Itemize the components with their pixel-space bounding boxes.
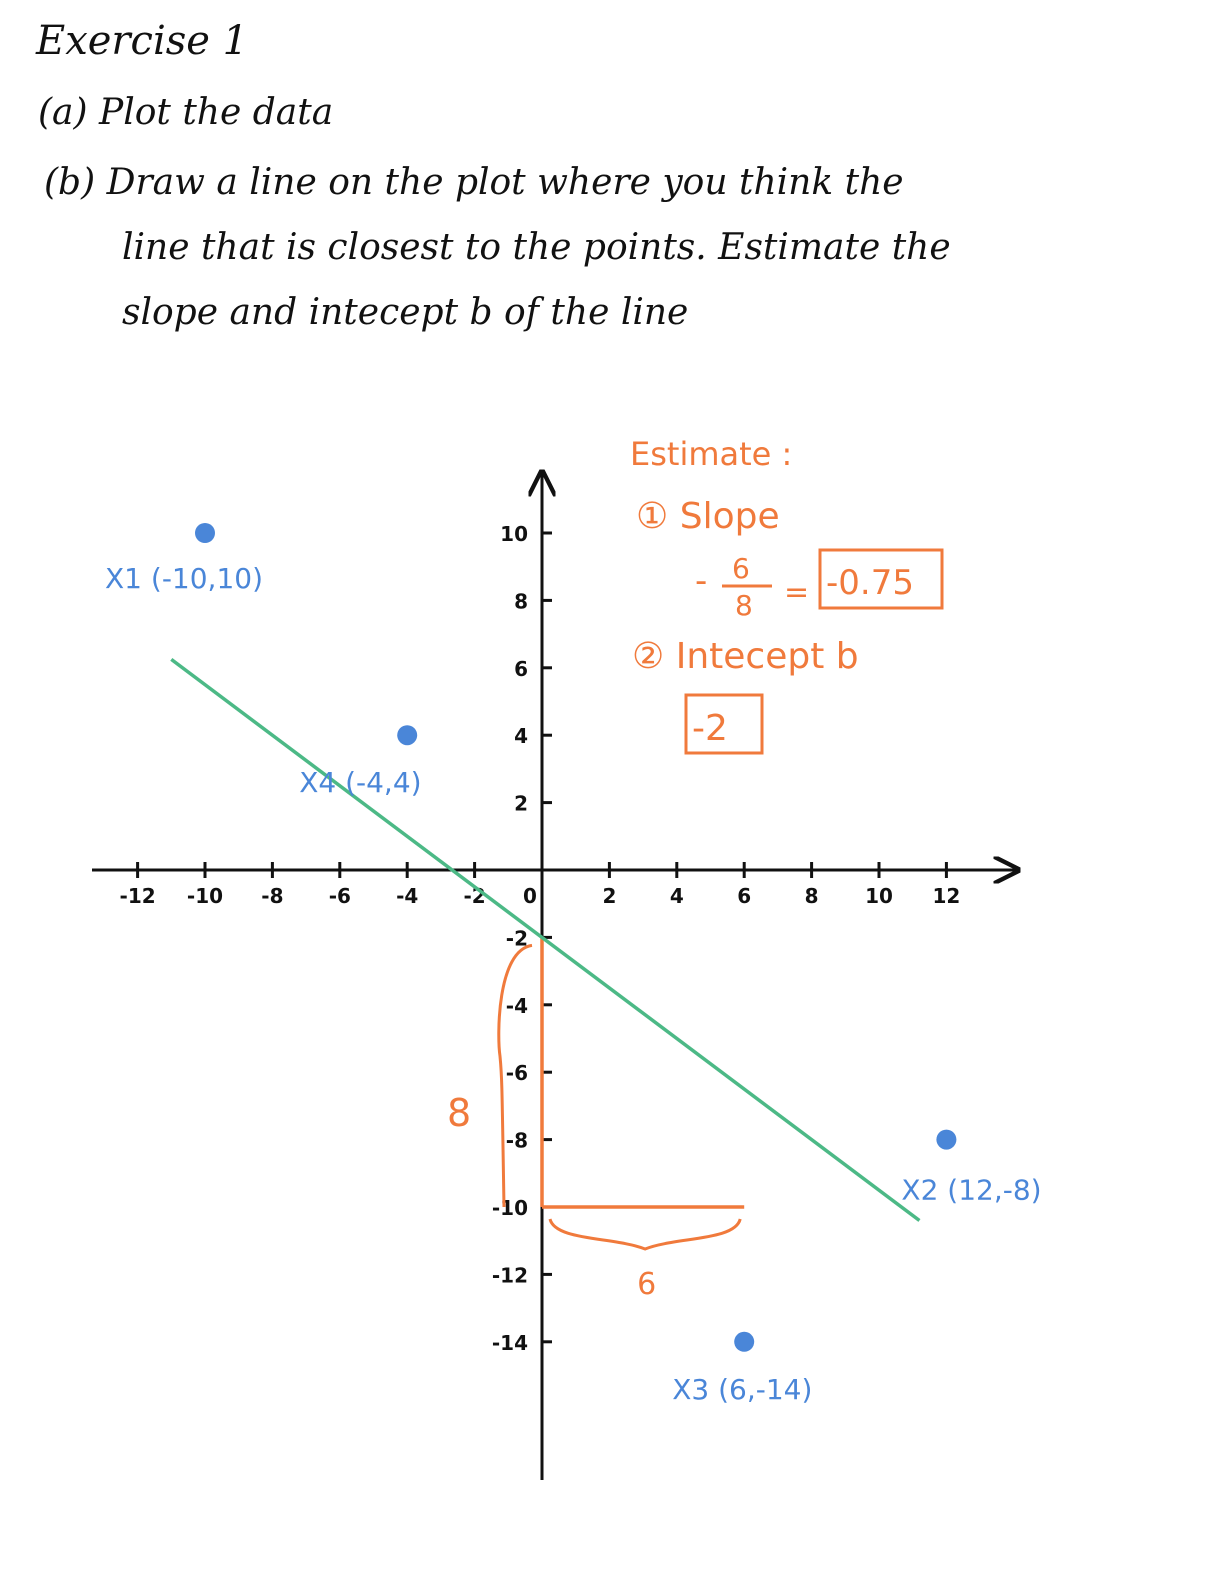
y-tick-label: -6 [506,1061,528,1085]
slope-denominator: 8 [735,589,753,622]
data-point-label: X3 (6,-14) [672,1373,812,1406]
instruction-part-b-line-1: (b) Draw a line on the plot where you th… [44,162,904,203]
intercept-label: ② Intecept b [632,636,859,677]
exercise-title: Exercise 1 [36,18,249,64]
y-tick-label: -14 [492,1331,528,1355]
x-tick-label: -8 [261,884,283,908]
data-point [195,523,215,543]
x-tick-label: 0 [523,884,537,908]
instruction-part-b-line-2: line that is closest to the points. Esti… [122,227,951,268]
intercept-value: -2 [692,708,728,749]
run-brace [548,1218,742,1251]
x-tick-label: 6 [737,884,751,908]
y-tick-label: 10 [500,522,528,546]
x-tick-label: -6 [329,884,351,908]
y-tick-label: -10 [492,1196,528,1220]
rise-brace [497,943,533,1208]
estimate-annotation: Estimate : ① Slope - 6 8 = -0.75 ② Intec… [630,435,944,755]
y-tick-label: 6 [514,657,528,681]
y-tick-label: -4 [506,994,528,1018]
rise-label: 8 [447,1091,471,1135]
data-point [397,725,418,746]
x-tick-label: 10 [865,884,893,908]
slope-equals: = [784,575,809,610]
data-point [936,1129,957,1150]
run-label: 6 [637,1267,656,1302]
y-tick-label: 8 [514,589,528,613]
x-tick-label: -4 [396,884,418,908]
axes [92,472,1018,1480]
slope-value: -0.75 [826,563,914,603]
x-tick-label: 8 [805,884,819,908]
y-tick-label: 4 [514,724,528,748]
intercept-value-box [684,693,764,755]
y-tick-label: -12 [492,1263,528,1287]
x-tick-label: 2 [602,884,616,908]
instruction-part-b-line-3: slope and intecept b of the line [122,292,689,333]
slope-numerator: 6 [732,552,750,585]
slope-minus-sign: - [695,561,707,601]
data-points: X1 (-10,10) X4 (-4,4) X2 (12,-8) X3 (6,-14) [105,523,1042,1406]
x-tick-label: 4 [670,884,684,908]
fit-line [170,657,921,1222]
slope-value-box [818,548,944,610]
data-point-label: X1 (-10,10) [105,562,263,595]
y-tick-label: -2 [506,926,528,950]
estimate-heading: Estimate : [630,435,792,473]
x-tick-label: -10 [187,884,223,908]
y-tick-label: -8 [506,1129,528,1153]
y-ticks: 10 8 6 4 2 -2 -4 -6 -8 -10 -12 -14 [492,522,552,1355]
x-tick-label: -12 [120,884,156,908]
data-point-label: X4 (-4,4) [299,766,421,799]
y-tick-label: 2 [514,792,528,816]
x-tick-label: 12 [932,884,960,908]
data-point [734,1331,755,1352]
data-point-label: X2 (12,-8) [901,1174,1041,1207]
slope-label: ① Slope [636,496,780,537]
slope-triangle: 86 [447,937,745,1302]
instruction-part-a: (a) Plot the data [38,92,334,133]
